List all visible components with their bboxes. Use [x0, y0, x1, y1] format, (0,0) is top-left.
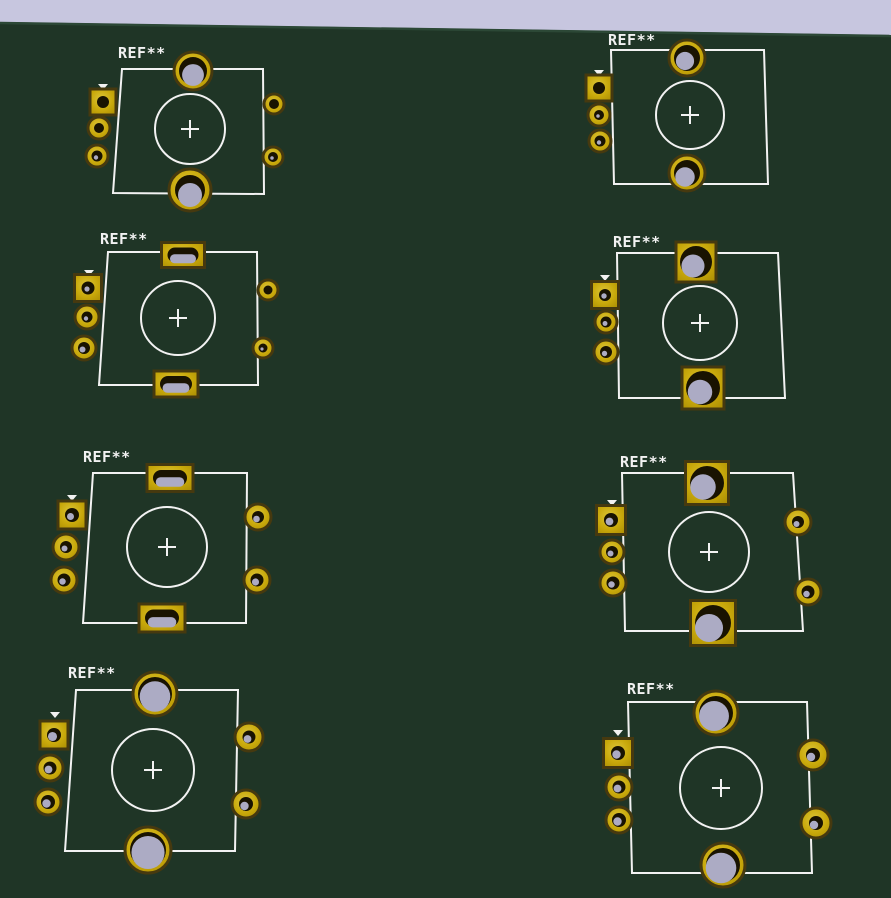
hole-barrel-highlight	[182, 64, 204, 86]
hole-barrel-highlight	[705, 852, 737, 884]
silkscreen-outline	[81, 472, 249, 624]
hole-barrel-highlight	[44, 765, 53, 774]
hole-barrel-highlight	[690, 474, 716, 500]
pad-square	[38, 719, 70, 751]
component-body-circle	[679, 746, 763, 830]
silkscreen-outline	[111, 68, 266, 196]
hole-barrel-highlight	[809, 820, 819, 830]
hole-barrel-highlight	[260, 347, 264, 351]
hole-barrel-highlight	[139, 681, 171, 712]
pin1-marker-icon	[594, 70, 604, 76]
footprint-8: REF**	[602, 680, 833, 889]
hole-barrel-highlight	[608, 581, 615, 588]
hole-barrel-highlight	[675, 51, 695, 71]
pad-drill-hole	[97, 96, 109, 108]
component-body-circle	[140, 280, 216, 356]
hole-barrel-highlight	[240, 801, 249, 811]
hole-barrel-highlight	[602, 321, 608, 326]
board-edge	[0, 21, 891, 38]
hole-barrel-highlight	[803, 590, 810, 598]
component-body-circle	[111, 728, 195, 812]
viewer-background	[0, 0, 891, 35]
silkscreen-outline	[609, 49, 770, 185]
component-body-circle	[655, 80, 725, 150]
hole-barrel-highlight	[687, 379, 713, 405]
pad-drill-hole	[94, 123, 104, 133]
pin1-marker-icon	[613, 730, 623, 736]
footprint-4: REF**	[590, 233, 787, 411]
pin1-marker-icon	[50, 712, 60, 718]
hole-barrel-highlight	[84, 286, 90, 292]
hole-barrel-highlight	[613, 784, 622, 793]
pin1-marker-icon	[607, 500, 617, 506]
hole-barrel-highlight	[596, 114, 600, 118]
pin1-marker-icon	[600, 275, 610, 281]
pin1-marker-icon	[67, 495, 77, 501]
hole-barrel-highlight	[67, 513, 74, 520]
hole-barrel-highlight	[253, 515, 260, 523]
reference-label: REF**	[68, 664, 116, 682]
hole-barrel-highlight	[59, 578, 66, 585]
pad-drill-hole	[269, 99, 279, 109]
hole-barrel-highlight	[681, 254, 705, 278]
footprint-2: REF**	[584, 31, 770, 193]
hole-barrel-highlight	[694, 613, 724, 643]
hole-barrel-highlight	[79, 346, 86, 353]
hole-barrel-highlight	[793, 521, 800, 527]
footprint-5: REF**	[49, 448, 273, 634]
hole-barrel-highlight	[605, 517, 614, 526]
hole-barrel-highlight	[806, 752, 816, 762]
pad-drill-hole	[263, 285, 273, 295]
reference-label: REF**	[620, 453, 668, 471]
hole-barrel-highlight	[270, 156, 274, 160]
component-body-circle	[154, 93, 226, 165]
component-body-circle	[126, 506, 208, 588]
reference-label: REF**	[100, 230, 148, 248]
pad-drill-hole	[593, 82, 605, 94]
reference-label: REF**	[613, 233, 661, 251]
hole-barrel-highlight	[601, 350, 608, 357]
footprint-6: REF**	[595, 453, 823, 647]
hole-barrel-highlight	[178, 183, 202, 207]
component-body-circle	[668, 511, 750, 593]
hole-barrel-highlight	[93, 155, 99, 160]
pin1-marker-icon	[98, 84, 108, 90]
component-body-circle	[662, 285, 738, 361]
silkscreen-outline	[63, 689, 240, 852]
hole-barrel-highlight	[612, 750, 621, 759]
footprint-3: REF**	[70, 230, 280, 399]
silkscreen-outline	[97, 251, 260, 386]
hole-barrel-highlight	[83, 316, 89, 321]
hole-barrel-highlight	[601, 293, 607, 299]
reference-label: REF**	[118, 44, 166, 62]
hole-barrel-highlight	[155, 477, 185, 487]
hole-barrel-highlight	[699, 701, 729, 731]
reference-label: REF**	[83, 448, 131, 466]
hole-barrel-highlight	[147, 617, 177, 628]
hole-barrel-highlight	[675, 167, 695, 187]
hole-barrel-highlight	[42, 799, 51, 808]
footprint-7: REF**	[33, 664, 265, 875]
hole-barrel-highlight	[251, 578, 260, 586]
footprint-1: REF**	[84, 44, 286, 213]
hole-barrel-highlight	[613, 817, 622, 826]
hole-barrel-highlight	[47, 731, 58, 742]
hole-barrel-highlight	[131, 835, 165, 870]
reference-label: REF**	[627, 680, 675, 698]
hole-barrel-highlight	[243, 735, 252, 743]
hole-barrel-highlight	[61, 545, 68, 552]
hole-barrel-highlight	[169, 254, 197, 264]
hole-barrel-highlight	[596, 140, 602, 145]
hole-barrel-highlight	[607, 550, 614, 557]
reference-label: REF**	[608, 31, 656, 49]
hole-barrel-highlight	[162, 383, 190, 393]
